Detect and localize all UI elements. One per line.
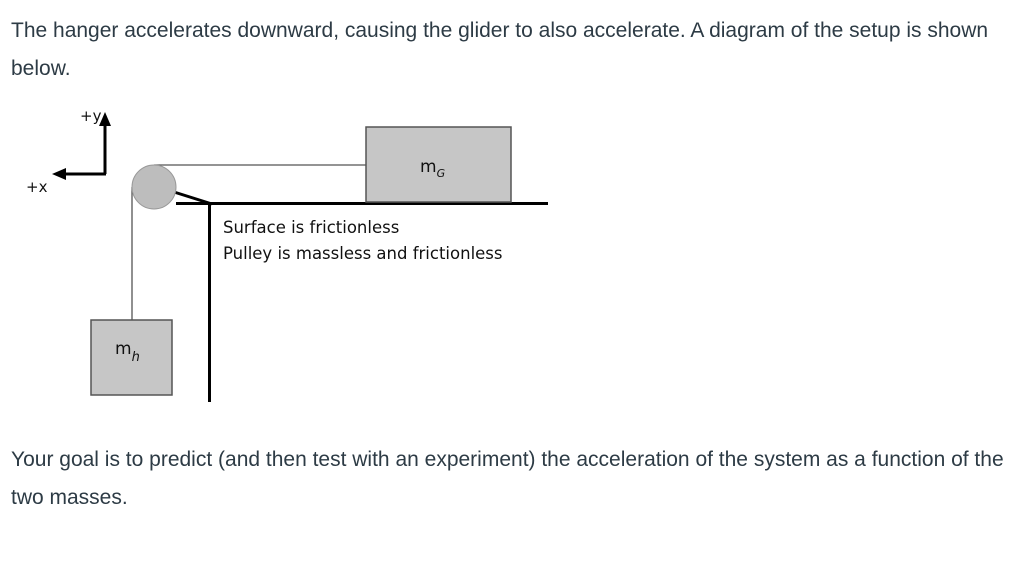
note-surface-frictionless: Surface is frictionless [223, 218, 399, 237]
hanger-block [90, 319, 173, 396]
pulley [131, 164, 177, 210]
hanger-mass-label: mh [115, 339, 140, 365]
hanger-mass-main: m [115, 339, 132, 359]
hanger-mass-sub: h [132, 350, 140, 365]
x-axis-arrowhead [52, 168, 66, 180]
glider-mass-sub: G [437, 167, 446, 180]
axis-y-label: +y [80, 107, 102, 125]
glider-mass-main: m [420, 157, 437, 177]
coordinate-axes: +y +x [26, 107, 111, 196]
axis-x-label: +x [26, 178, 48, 196]
glider-mass-label: mG [420, 157, 445, 180]
y-axis-arrowhead [99, 112, 111, 126]
note-pulley-massless: Pulley is massless and frictionless [223, 244, 503, 263]
goal-paragraph: Your goal is to predict (and then test w… [11, 448, 1004, 509]
intro-paragraph: The hanger accelerates downward, causing… [11, 19, 989, 80]
pulley-setup-diagram: +y +x mG mh Surface is frictionless Pull… [26, 107, 548, 402]
glider-block [365, 126, 512, 203]
